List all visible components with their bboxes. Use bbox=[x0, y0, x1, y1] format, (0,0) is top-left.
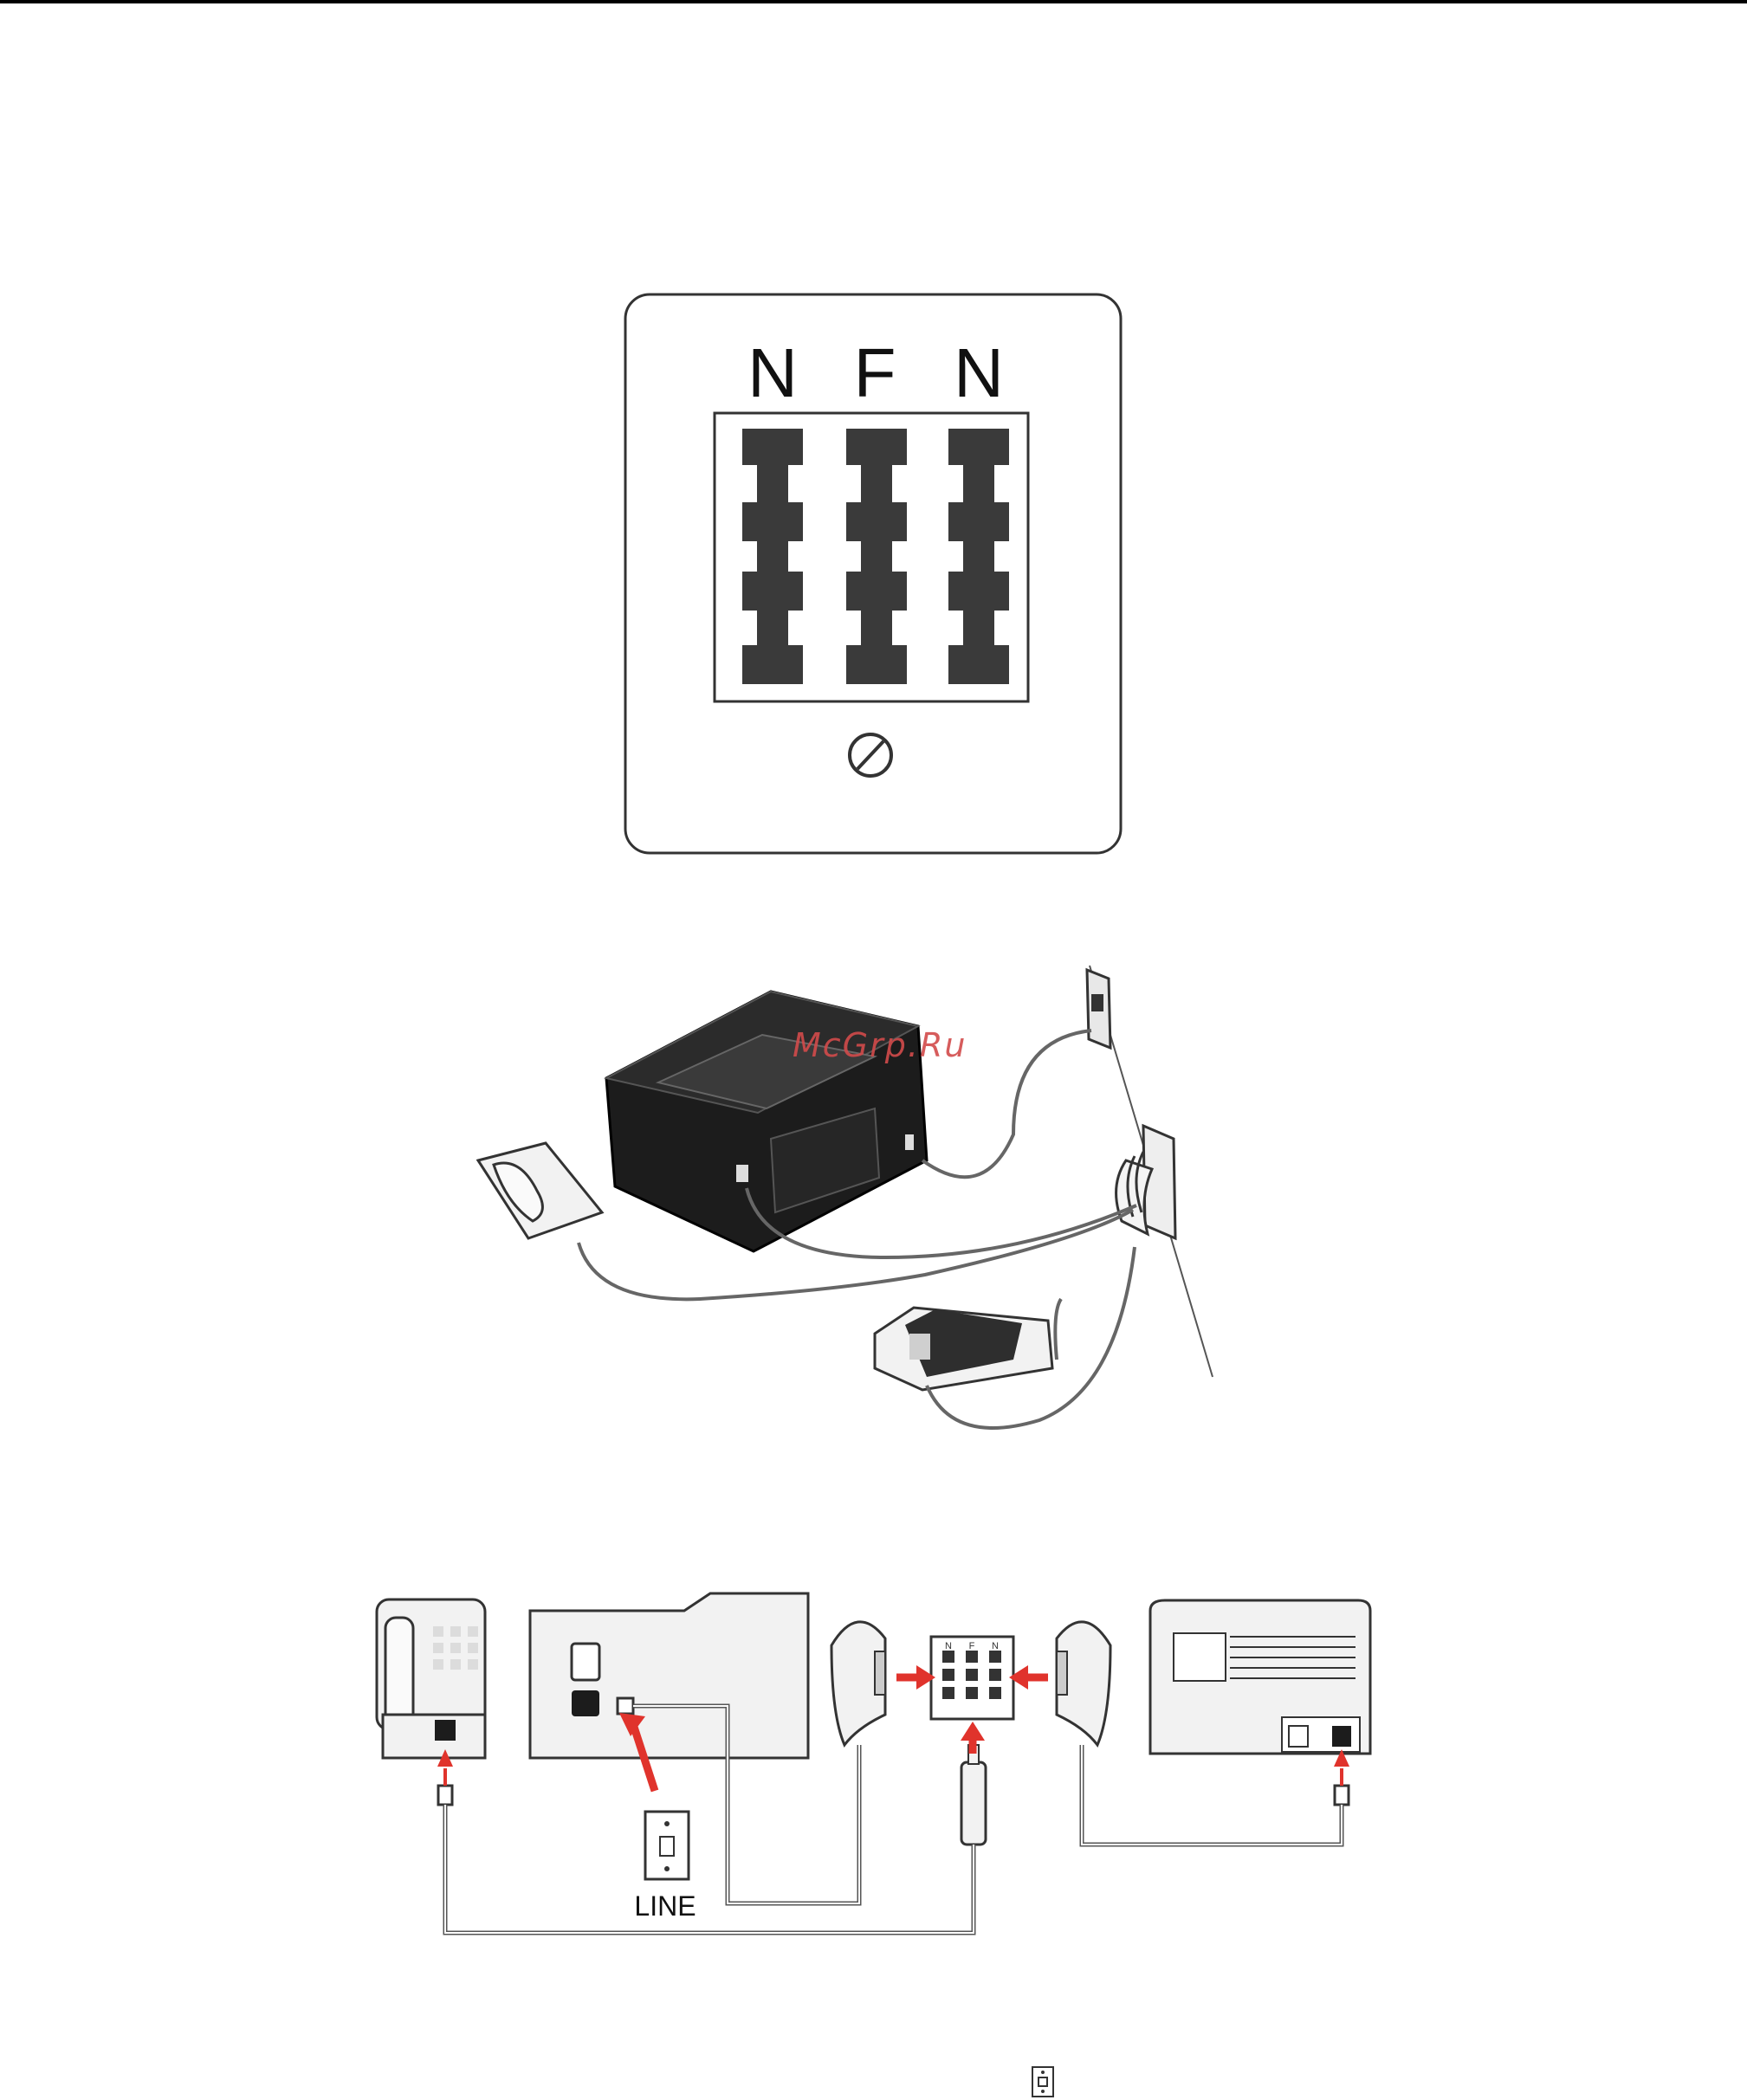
line-label: LINE bbox=[634, 1890, 696, 1922]
watermark-text: McGrp.Ru bbox=[793, 1026, 967, 1064]
line-wall-jack-icon bbox=[645, 1812, 689, 1879]
wall-tae-socket-icon bbox=[1116, 1126, 1175, 1238]
line-plug-icon bbox=[961, 1745, 986, 1845]
small-jack-icon bbox=[1031, 2065, 1057, 2100]
tae-plug-right-icon bbox=[1057, 1622, 1110, 1745]
jack-label-n-left: N bbox=[747, 334, 798, 411]
socket-label-n-left: N bbox=[945, 1641, 952, 1651]
phone-device-icon bbox=[377, 1599, 485, 1758]
phone-plug-icon bbox=[438, 1786, 452, 1805]
answering-machine-icon bbox=[875, 1308, 1052, 1390]
wall-jack-icon bbox=[1087, 970, 1110, 1048]
telephone-icon bbox=[478, 1143, 602, 1238]
screw-icon bbox=[850, 734, 891, 776]
jack-label-f: F bbox=[854, 334, 896, 411]
answering-machine-plug-icon bbox=[1335, 1786, 1349, 1805]
tae-socket-figure: N F N bbox=[0, 0, 1747, 866]
socket-label-n-right: N bbox=[992, 1641, 999, 1651]
tae-plug-left-icon bbox=[831, 1622, 885, 1745]
socket-label-f: F bbox=[969, 1641, 975, 1651]
answering-machine-device-icon bbox=[1150, 1600, 1370, 1754]
printer-device-icon bbox=[530, 1593, 808, 1758]
jack-label-n-right: N bbox=[954, 334, 1004, 411]
wiring-diagram: LINE N F N bbox=[0, 1559, 1747, 1992]
